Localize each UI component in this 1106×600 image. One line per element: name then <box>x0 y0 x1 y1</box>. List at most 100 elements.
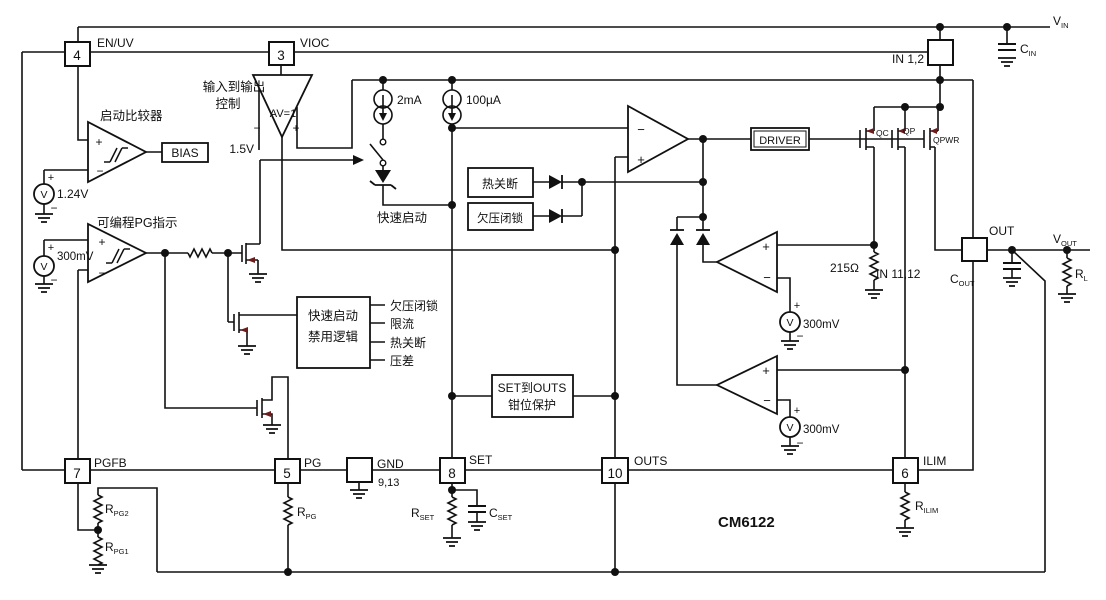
oc-comparator-triangle <box>714 230 778 294</box>
junction-dot <box>1003 23 1011 31</box>
uvlo-box <box>467 202 534 231</box>
current-arrowhead <box>379 113 387 121</box>
fsd-signal-ilim: 限流 <box>390 317 414 331</box>
pin-4-box <box>64 41 91 67</box>
v124-plus-sign: + <box>48 172 54 184</box>
pin-4-label: EN/UV <box>97 36 134 50</box>
startup-comparator-label: 启动比较器 <box>100 108 163 123</box>
diodes <box>369 170 710 245</box>
ground-symbols <box>35 57 1076 574</box>
pin-out-box <box>961 237 988 262</box>
junction-dot <box>161 249 169 257</box>
wire-protection-diodes <box>533 181 703 217</box>
switch-contact-top <box>379 138 387 146</box>
pin-boxes <box>64 39 988 484</box>
vref-1v24-label: 1.24V <box>57 187 88 201</box>
pin-10-number: 10 <box>607 466 622 481</box>
cout-label: COUT <box>950 272 975 288</box>
junction-dot <box>901 103 909 111</box>
rl-label: RL <box>1075 267 1088 283</box>
diode-uvlo <box>549 209 562 223</box>
hysteresis-icon <box>106 248 130 264</box>
function-boxes <box>161 127 810 418</box>
voltage-sources <box>33 183 801 438</box>
nmos3-arrow <box>263 411 271 417</box>
pin-6-box <box>892 457 919 484</box>
fsd-signal-thermal: 热关断 <box>390 335 426 350</box>
rpg2-label: RPG2 <box>105 502 129 518</box>
nmos1-arrow <box>247 257 255 263</box>
junction-dot <box>1063 246 1071 254</box>
pin-in12-label: IN 1,2 <box>892 52 924 66</box>
vout-label: VOUT <box>1053 232 1077 248</box>
zener-fast-start <box>375 170 391 183</box>
pin-10-label: OUTS <box>634 454 667 468</box>
vref-300mv-op-label: 300mV <box>803 424 840 436</box>
oc-minus-sign: − <box>763 270 771 285</box>
resistor-rpg <box>282 496 294 526</box>
v124-minus-sign: − <box>50 201 57 215</box>
rset-label: RSET <box>411 506 435 522</box>
junction-dot <box>936 23 944 31</box>
cin-label: CIN <box>1020 42 1036 58</box>
hysteresis-glyphs <box>104 147 130 264</box>
gain-label: AV=1 <box>270 108 296 120</box>
bias-label: BIAS <box>171 146 198 160</box>
v300op-minus-sign: − <box>796 436 803 450</box>
qp-arrow <box>898 128 905 134</box>
amplifiers <box>87 74 778 416</box>
pin-4-number: 4 <box>73 48 81 63</box>
junction-dot <box>284 568 292 576</box>
pin-7-label: PGFB <box>94 456 127 470</box>
zener-bar <box>369 180 397 190</box>
resistor-rilim <box>899 491 911 521</box>
vsource-300mv-op-icon <box>779 416 801 438</box>
v300op-plus-sign: + <box>794 405 800 417</box>
hysteresis-icon <box>104 147 128 163</box>
qpwr-label: QPWR <box>933 135 959 145</box>
switch-control-arrow <box>353 155 364 165</box>
current-arrow <box>382 95 453 114</box>
nmos2-arrow <box>240 327 248 333</box>
rpg1-label: RPG1 <box>105 540 129 556</box>
voltmeter-icon: V <box>40 189 47 201</box>
pin-5-number: 5 <box>283 466 291 481</box>
junction-dot <box>611 568 619 576</box>
resistor-pg-series <box>187 247 213 259</box>
vsource-300mv-pg-icon <box>33 255 55 277</box>
resistor-215 <box>868 251 880 281</box>
current-100ua-label: 100µA <box>466 93 501 107</box>
fsd-label-line1: 快速启动 <box>308 309 358 323</box>
current-sources <box>373 89 462 125</box>
v300pg-minus-sign: − <box>50 273 57 287</box>
junction-dot <box>699 178 707 186</box>
set-clamp-label-line2: 钳位保护 <box>508 397 556 412</box>
set-clamp-box <box>491 374 574 418</box>
erramp-plus-sign: + <box>637 152 645 167</box>
v300oc-plus-sign: + <box>794 300 800 312</box>
startup-comparator-triangle <box>87 120 148 184</box>
pin-10-box <box>601 457 629 484</box>
startup-plus-sign: + <box>95 135 102 149</box>
vioc-buffer-triangle <box>251 74 314 140</box>
wires <box>21 26 1090 573</box>
vsource-1v24-icon <box>33 183 55 205</box>
diode-clamp-left <box>670 233 684 245</box>
part-number: CM6122 <box>718 514 775 531</box>
switch-lever <box>369 143 384 161</box>
vref-1v5-label: 1.5V <box>229 142 254 156</box>
qc-arrow <box>866 128 874 134</box>
pin-7-box <box>64 458 91 484</box>
op-minus-sign: − <box>763 393 771 408</box>
voltmeter-icon: V <box>40 261 47 273</box>
fast-start-disable-box <box>296 296 371 369</box>
pin-gnd-label: GND <box>377 457 404 471</box>
pg-plus-sign: + <box>98 235 105 249</box>
junction-dot <box>901 366 909 374</box>
wire-fsd-stubs <box>370 304 385 361</box>
driver-label: DRIVER <box>759 135 801 147</box>
pin-8-label: SET <box>469 453 493 467</box>
current-arrowhead <box>448 113 456 121</box>
resistor-rset <box>446 496 458 526</box>
